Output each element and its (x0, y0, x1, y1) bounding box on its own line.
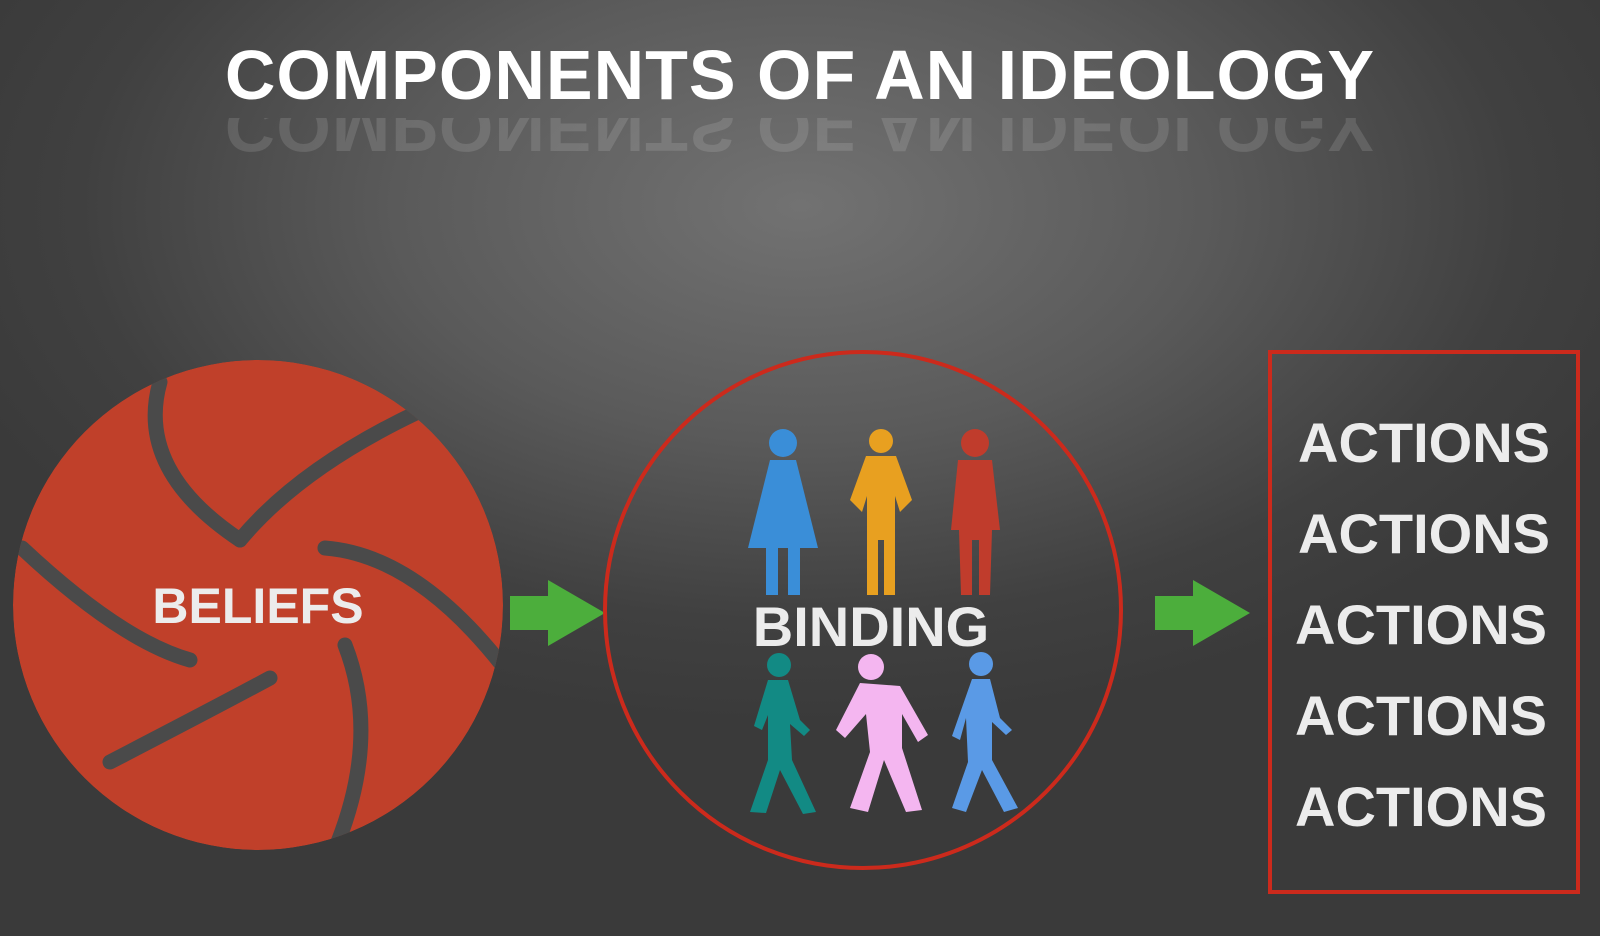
arrow-right-icon (510, 580, 605, 646)
actions-label: ACTIONS (1295, 684, 1547, 747)
binding-label: BINDING (753, 595, 989, 658)
arrow-right-icon (1155, 580, 1250, 646)
man-walking-icon (750, 653, 816, 814)
beliefs-aperture-icon (13, 360, 503, 850)
actions-label: ACTIONS (1295, 775, 1547, 838)
man-standing-icon (951, 429, 1000, 595)
slide-title: COMPONENTS OF AN IDEOLOGY (224, 36, 1376, 114)
beliefs-label: BELIEFS (152, 578, 363, 634)
man-hands-on-hips-icon (850, 429, 912, 595)
actions-label: ACTIONS (1298, 411, 1550, 474)
actions-box (1268, 350, 1580, 894)
actions-label: ACTIONS (1295, 593, 1547, 656)
actions-label: ACTIONS (1298, 502, 1550, 565)
binding-circle (603, 350, 1123, 870)
person-walking-icon (836, 654, 928, 812)
woman-standing-icon (748, 429, 818, 595)
woman-walking-icon (952, 652, 1018, 812)
